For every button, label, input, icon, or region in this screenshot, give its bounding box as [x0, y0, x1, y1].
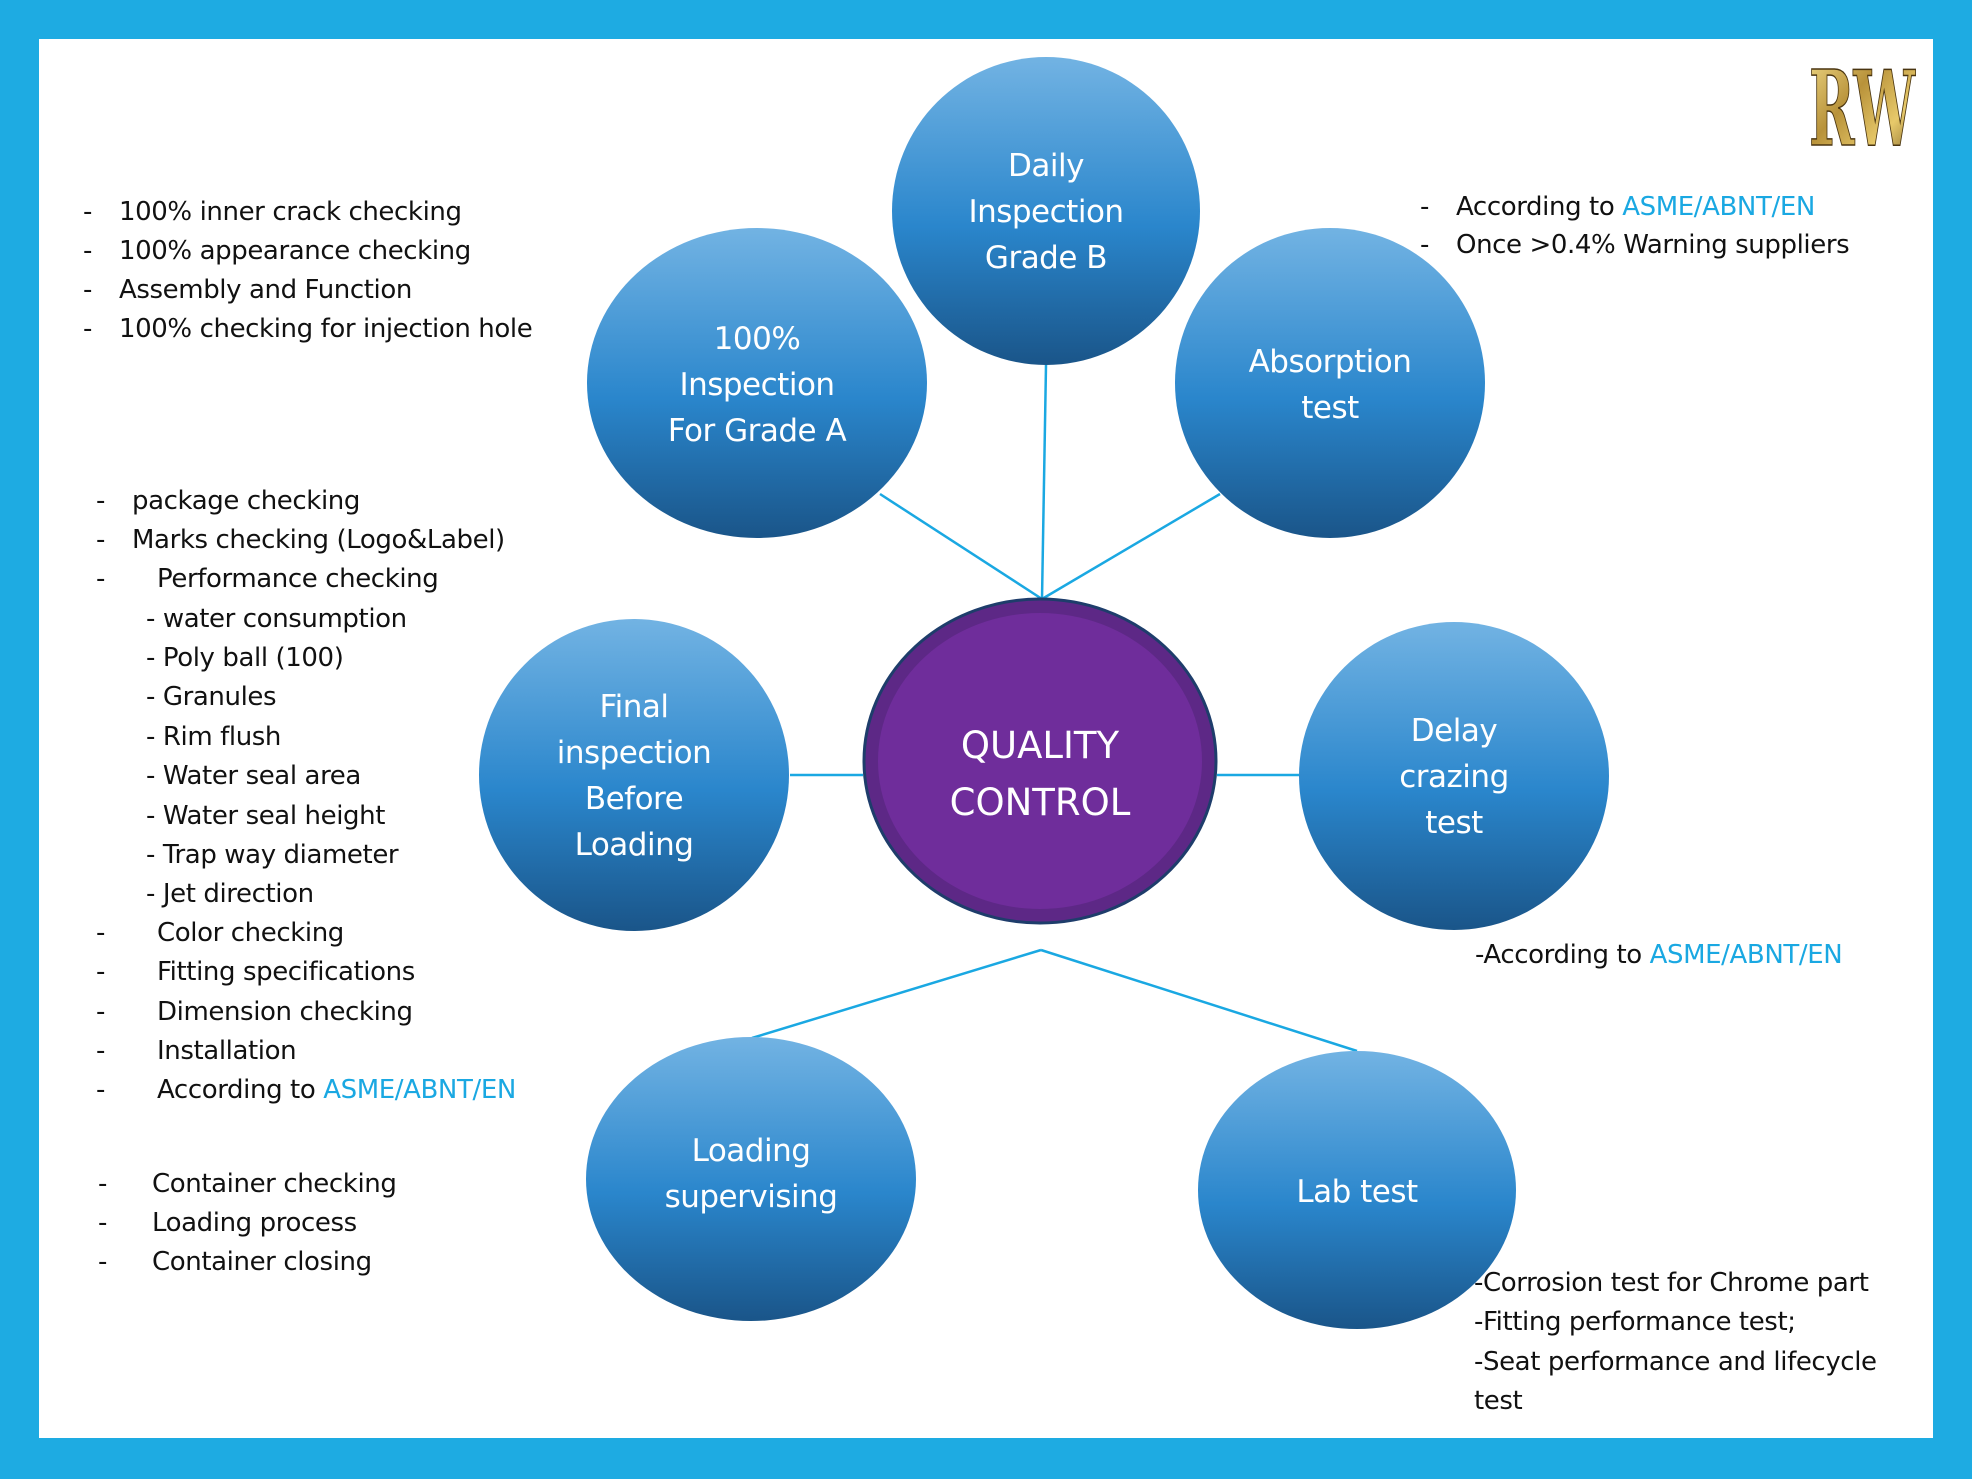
note-text: -According to: [1475, 940, 1650, 970]
node-circle-grade-a: [587, 228, 927, 538]
bullet-dash: -: [98, 1169, 107, 1199]
center-circle-inner: [878, 613, 1202, 909]
note-text: According to: [1456, 192, 1623, 222]
note-text: Color checking: [157, 918, 344, 948]
node-label-line: 100%: [713, 321, 801, 357]
bullet-dash: -: [96, 525, 105, 555]
note-text: - Granules: [146, 682, 277, 712]
note-text: test: [1474, 1386, 1523, 1416]
node-label-line: Final: [599, 689, 669, 725]
node-label-line: supervising: [664, 1179, 838, 1215]
node-shapes: [479, 57, 1609, 1329]
bullet-dash: -: [98, 1208, 107, 1238]
standard-reference: ASME/ABNT/EN: [323, 1075, 516, 1105]
node-circle-delay: [1299, 622, 1609, 930]
note-text: - Water seal area: [146, 761, 361, 791]
node-circle-final: [479, 619, 789, 931]
connector-line: [751, 948, 1042, 1040]
node-label-line: test: [1301, 390, 1359, 426]
node-label-line: Daily: [1008, 148, 1084, 184]
logo-text: RW: [1809, 51, 1916, 154]
bullet-dash: -: [83, 275, 92, 305]
connector-line: [879, 492, 1043, 601]
note-text: - Trap way diameter: [146, 840, 399, 870]
node-final-inspection: Final inspection Before Loading: [557, 684, 712, 868]
note-text: - Water seal height: [146, 801, 386, 831]
bullet-dash: -: [98, 1247, 107, 1277]
note-text: Container checking: [152, 1169, 397, 1199]
node-absorption-test: Absorption test: [1249, 339, 1412, 431]
node-label-line: Grade B: [984, 240, 1108, 276]
center-label: QUALITY CONTROL: [950, 717, 1131, 831]
note-text: - Rim flush: [146, 722, 282, 752]
node-circle-absorption: [1175, 228, 1485, 538]
node-100-inspection-grade-a: 100% Inspection For Grade A: [667, 316, 847, 454]
note-text: package checking: [132, 486, 360, 516]
bullet-dash: -: [83, 236, 92, 266]
bullet-dash: -: [96, 564, 105, 594]
note-text: - Jet direction: [146, 879, 314, 909]
standard-reference: ASME/ABNT/EN: [1622, 192, 1815, 222]
connectors: [751, 364, 1358, 1053]
node-label-line: crazing: [1399, 759, 1509, 795]
node-circle-loading: [586, 1037, 916, 1321]
node-label-line: For Grade A: [667, 413, 847, 449]
note-text: Performance checking: [157, 564, 439, 594]
node-lab-test: Lab test: [1296, 1169, 1418, 1215]
bullet-dash: -: [96, 486, 105, 516]
note-text: Installation: [157, 1036, 297, 1066]
standard-reference: ASME/ABNT/EN: [1649, 940, 1843, 970]
note-text: 100% appearance checking: [119, 236, 471, 266]
bullet-dash: -: [1420, 192, 1429, 222]
node-circle-lab: [1198, 1051, 1516, 1329]
node-label-line: Loading: [691, 1133, 811, 1169]
node-daily-inspection: Daily Inspection Grade B: [968, 143, 1124, 281]
note-text: -Fitting performance test;: [1474, 1307, 1796, 1337]
bullet-dash: -: [1420, 230, 1429, 260]
note-text: - Poly ball (100): [146, 643, 344, 673]
node-label-line: inspection: [556, 735, 712, 771]
note-text: - water consumption: [146, 604, 407, 634]
node-label-line: Before: [584, 781, 684, 817]
note-text: Fitting specifications: [157, 957, 415, 987]
connector-line: [1040, 948, 1358, 1053]
bullet-dash: -: [96, 918, 105, 948]
bullet-dash: -: [96, 1075, 105, 1105]
note-text: Container closing: [152, 1247, 372, 1277]
bullet-dash: -: [83, 197, 92, 227]
note-text: Once >0.4% Warning suppliers: [1456, 230, 1850, 260]
connector-line: [1041, 492, 1221, 601]
connector-line: [1040, 364, 1048, 600]
node-label-line: test: [1425, 805, 1483, 841]
note-text: According to: [157, 1075, 324, 1105]
bullet-dash: -: [96, 997, 105, 1027]
node-label-line: Inspection: [679, 367, 835, 403]
bullet-dash: -: [96, 957, 105, 987]
node-label-line: Absorption: [1248, 344, 1412, 380]
bullet-dash: -: [96, 1036, 105, 1066]
center-label-line: QUALITY: [960, 724, 1120, 767]
note-text: -Corrosion test for Chrome part: [1474, 1268, 1869, 1298]
rw-logo-icon: RW: [1808, 51, 1917, 154]
note-text: Marks checking (Logo&Label): [132, 525, 505, 555]
note-text: Dimension checking: [157, 997, 413, 1027]
note-text: 100% inner crack checking: [119, 197, 462, 227]
note-text: 100% checking for injection hole: [119, 314, 533, 344]
note-text: -Seat performance and lifecycle: [1474, 1347, 1877, 1377]
node-circle-daily: [892, 57, 1200, 365]
node-label-line: Lab test: [1296, 1174, 1418, 1210]
center-shape: [862, 597, 1218, 925]
note-text: Assembly and Function: [119, 275, 412, 305]
center-label-line: CONTROL: [949, 781, 1131, 824]
node-delay-crazing-test: Delay crazing test: [1399, 708, 1509, 846]
node-label-line: Loading: [574, 827, 694, 863]
node-label-line: Inspection: [968, 194, 1124, 230]
node-label-line: Delay: [1410, 713, 1498, 749]
note-text: Loading process: [152, 1208, 357, 1238]
node-loading-supervising: Loading supervising: [665, 1128, 838, 1220]
bullet-dash: -: [83, 314, 92, 344]
